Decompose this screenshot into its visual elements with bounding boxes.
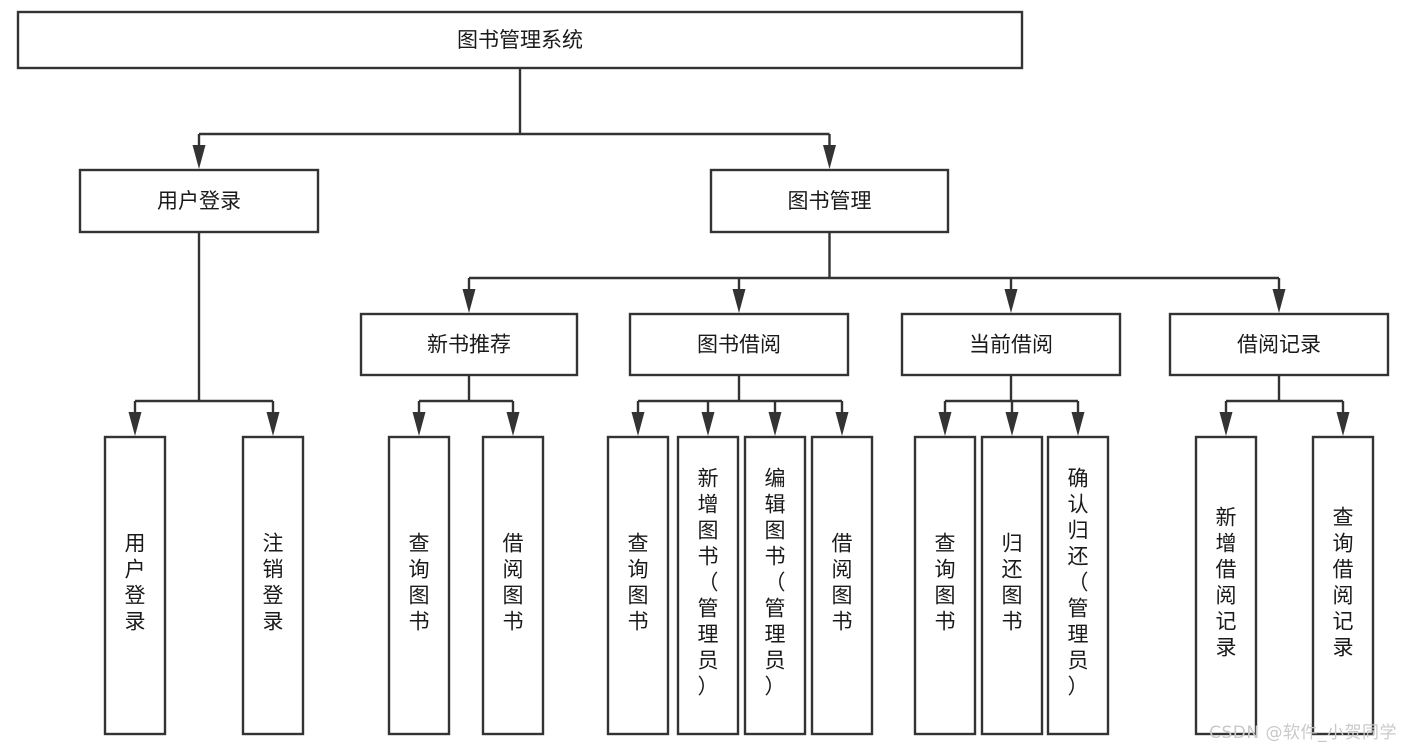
arrowhead-icon (128, 412, 142, 436)
node-label-vertical: 查询图书 (409, 532, 430, 634)
arrowhead-icon (462, 289, 476, 313)
node-label-vertical: 借阅图书 (832, 532, 853, 634)
arrowhead-icon (1272, 289, 1286, 313)
arrowhead-icon (1071, 412, 1085, 436)
node-label-vertical: 注销登录 (263, 532, 284, 634)
node-label: 当前借阅 (969, 333, 1053, 357)
arrowhead-icon (823, 145, 836, 169)
arrowhead-icon (835, 412, 849, 436)
node-leaf_rec_query[interactable]: 查询图书 (387, 435, 451, 736)
arrowhead-icon (412, 412, 426, 436)
node-label-vertical: 归还图书 (1002, 532, 1023, 634)
arrowhead-icon (701, 412, 715, 436)
node-box (606, 435, 670, 736)
node-label-vertical: 查询图书 (628, 532, 649, 634)
arrowhead-icon (1005, 412, 1019, 436)
node-box (1046, 435, 1110, 736)
node-box (103, 435, 167, 736)
node-box (387, 435, 451, 736)
node-box (1194, 435, 1258, 736)
node-box (78, 168, 320, 234)
node-leaf_bb_query[interactable]: 查询图书 (606, 435, 670, 736)
node-leaf_bb_borrow[interactable]: 借阅图书 (810, 435, 874, 736)
node-label-vertical: 确认归还（管理员） (1068, 467, 1089, 699)
node-box (913, 435, 977, 736)
node-label-vertical: 查询借阅记录 (1333, 506, 1354, 660)
node-leaf_cb_query[interactable]: 查询图书 (913, 435, 977, 736)
node-box (241, 435, 305, 736)
node-label: 图书借阅 (697, 333, 781, 357)
arrowhead-icon (938, 412, 952, 436)
node-book_borrow[interactable]: 图书借阅 (628, 312, 850, 377)
node-current_borrow[interactable]: 当前借阅 (900, 312, 1122, 377)
node-book_manage[interactable]: 图书管理 (709, 168, 950, 234)
node-user_login[interactable]: 用户登录 (78, 168, 320, 234)
node-leaf_user_login[interactable]: 用户登录 (103, 435, 167, 736)
arrowhead-icon (506, 412, 520, 436)
node-box (359, 312, 579, 377)
node-label-vertical: 编辑图书（管理员） (765, 467, 786, 699)
node-label: 图书管理系统 (457, 28, 583, 52)
node-leaf_bb_add[interactable]: 新增图书（管理员） (676, 435, 740, 736)
node-label: 借阅记录 (1237, 333, 1321, 357)
node-label: 图书管理 (788, 189, 872, 213)
node-leaf_user_logout[interactable]: 注销登录 (241, 435, 305, 736)
node-box (481, 435, 545, 736)
node-label: 用户登录 (157, 189, 241, 213)
node-label-vertical: 借阅图书 (503, 532, 524, 634)
node-leaf_br_query[interactable]: 查询借阅记录 (1311, 435, 1375, 736)
arrowhead-icon (266, 412, 280, 436)
arrowhead-icon (631, 412, 645, 436)
watermark-text: CSDN @软件_小贺同学 (1209, 723, 1397, 743)
arrowhead-icon (732, 289, 746, 313)
node-label: 新书推荐 (427, 333, 511, 357)
node-new_book_rec[interactable]: 新书推荐 (359, 312, 579, 377)
node-box (1311, 435, 1375, 736)
arrowhead-icon (1219, 412, 1233, 436)
arrowhead-icon (768, 412, 782, 436)
node-leaf_bb_edit[interactable]: 编辑图书（管理员） (743, 435, 807, 736)
node-box (1168, 312, 1390, 377)
node-borrow_record[interactable]: 借阅记录 (1168, 312, 1390, 377)
node-box (810, 435, 874, 736)
node-label-vertical: 查询图书 (935, 532, 956, 634)
node-box (980, 435, 1044, 736)
node-box (676, 435, 740, 736)
node-box (16, 10, 1024, 70)
node-label-vertical: 新增借阅记录 (1216, 506, 1237, 660)
node-root[interactable]: 图书管理系统 (16, 10, 1024, 70)
node-box (900, 312, 1122, 377)
arrowhead-icon (1336, 412, 1350, 436)
node-box (628, 312, 850, 377)
arrowhead-icon (1004, 289, 1018, 313)
node-box (709, 168, 950, 234)
node-label-vertical: 用户登录 (125, 532, 146, 634)
node-label-vertical: 新增图书（管理员） (698, 467, 719, 699)
arrowhead-icon (192, 145, 206, 169)
node-leaf_br_add[interactable]: 新增借阅记录 (1194, 435, 1258, 736)
node-layer: 图书管理系统用户登录图书管理新书推荐图书借阅当前借阅借阅记录用户登录注销登录查询… (16, 10, 1390, 736)
node-leaf_cb_confirm[interactable]: 确认归还（管理员） (1046, 435, 1110, 736)
node-leaf_cb_return[interactable]: 归还图书 (980, 435, 1044, 736)
node-leaf_rec_borrow[interactable]: 借阅图书 (481, 435, 545, 736)
node-box (743, 435, 807, 736)
edge-layer (128, 68, 1350, 436)
